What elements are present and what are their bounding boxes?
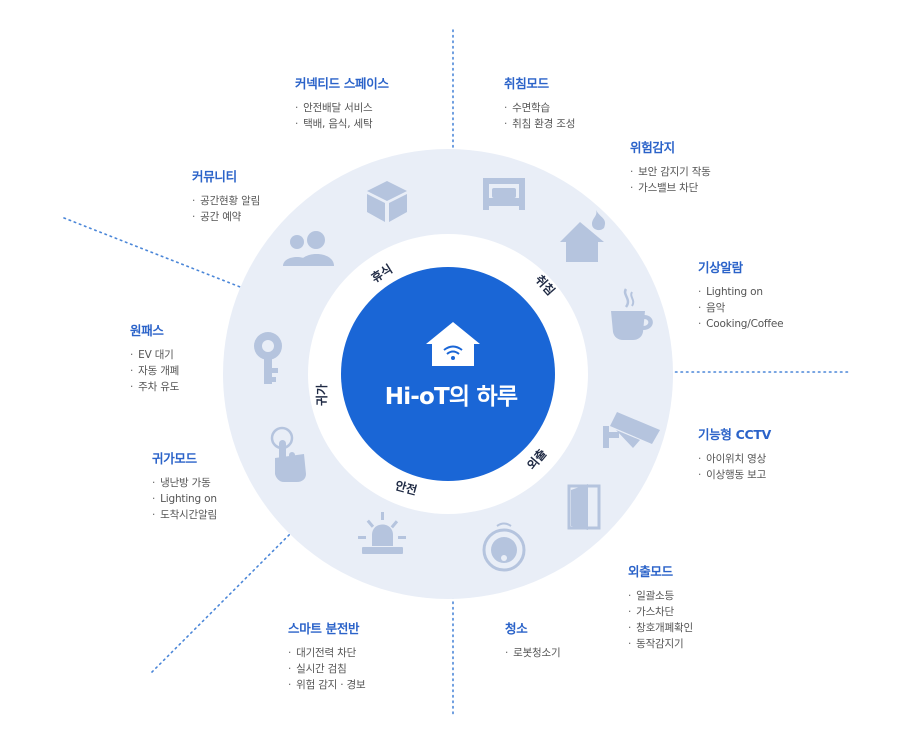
feature-title: 위험감지 [630, 140, 675, 155]
center-circle [341, 267, 555, 481]
feature-return-mode: 귀가모드 냉난방 가동 Lighting on 도착시간알림 [152, 448, 217, 523]
door-icon [567, 484, 601, 530]
wifi-house-icon [426, 322, 480, 366]
feature-item: 위험 감지 · 경보 [288, 677, 366, 693]
people-icon [283, 231, 334, 266]
robot-vacuum-icon [482, 522, 526, 572]
feature-title: 커넥티드 스페이스 [295, 76, 389, 91]
feature-item: 냉난방 가동 [152, 475, 217, 491]
feature-item: 로봇청소기 [505, 645, 561, 661]
feature-item: 취침 환경 조성 [504, 116, 575, 132]
feature-title: 취침모드 [504, 76, 549, 91]
feature-item: EV 대기 [130, 347, 179, 363]
feature-item: 수면학습 [504, 100, 575, 116]
feature-item: 대기전력 차단 [288, 645, 365, 661]
feature-item: Lighting on [152, 491, 217, 507]
feature-item: 안전배달 서비스 [295, 100, 389, 116]
feature-title: 기상알람 [698, 260, 743, 275]
feature-item: 도착시간알림 [152, 507, 217, 523]
bed-icon [483, 178, 525, 210]
feature-title: 외출모드 [628, 564, 673, 579]
feature-item: 실시간 검침 [288, 661, 365, 677]
box-icon [367, 181, 407, 222]
feature-title: 귀가모드 [152, 451, 197, 466]
feature-item: Lighting on [698, 284, 783, 300]
siren-icon [358, 512, 406, 554]
feature-item: 아이위치 영상 [698, 451, 771, 467]
feature-community: 커뮤니티 공간현황 알림 공간 예약 [192, 166, 260, 225]
feature-connected-space: 커넥티드 스페이스 안전배달 서비스 택배, 음식, 세탁 [295, 73, 389, 132]
center-title: Hi-oT의 하루 [384, 384, 518, 410]
feature-title: 청소 [505, 621, 528, 636]
feature-cctv: 기능형 CCTV 아이위치 영상 이상행동 보고 [698, 424, 771, 483]
coffee-cup-icon [611, 288, 653, 340]
feature-title: 원패스 [130, 323, 164, 338]
ring-label-safety: 안전 [394, 478, 419, 498]
feature-sleep-mode: 취침모드 수면학습 취침 환경 조성 [504, 73, 575, 132]
feature-item: 이상행동 보고 [698, 467, 771, 483]
house-fire-icon [560, 210, 606, 262]
feature-cleaning: 청소 로봇청소기 [505, 618, 561, 661]
cctv-camera-icon [603, 412, 660, 448]
feature-item: 음악 [698, 300, 783, 316]
feature-danger-detect: 위험감지 보안 감지기 작동 가스밸브 차단 [630, 137, 711, 196]
feature-item: Cooking/Coffee [698, 316, 784, 332]
feature-outing-mode: 외출모드 일괄소등 가스차단 창호개폐확인 동작감지기 [628, 561, 693, 652]
feature-item: 일괄소등 [628, 588, 693, 604]
ring-label-return: 귀가 [314, 384, 329, 406]
feature-item: 가스밸브 차단 [630, 180, 711, 196]
feature-item: 가스차단 [628, 604, 693, 620]
key-icon [254, 332, 282, 384]
feature-item: 동작감지기 [628, 636, 693, 652]
feature-item: 택배, 음식, 세탁 [295, 116, 389, 132]
touch-hand-icon [270, 426, 306, 482]
feature-item: 공간 예약 [192, 209, 260, 225]
feature-item: 창호개폐확인 [628, 620, 693, 636]
feature-smart-panel: 스마트 분전반 대기전력 차단 실시간 검침 위험 감지 · 경보 [288, 618, 366, 693]
divider-line-upper-left [63, 217, 351, 331]
feature-title: 스마트 분전반 [288, 621, 360, 636]
feature-title: 커뮤니티 [192, 169, 237, 184]
feature-one-pass: 원패스 EV 대기 자동 개폐 주차 유도 [130, 320, 179, 395]
feature-item: 주차 유도 [130, 379, 179, 395]
feature-item: 공간현황 알림 [192, 193, 260, 209]
feature-item: 보안 감지기 작동 [630, 164, 711, 180]
feature-item: 자동 개폐 [130, 363, 179, 379]
feature-weather-alarm: 기상알람 Lighting on 음악 Cooking/Coffee [698, 257, 784, 332]
feature-title: 기능형 CCTV [698, 427, 771, 442]
